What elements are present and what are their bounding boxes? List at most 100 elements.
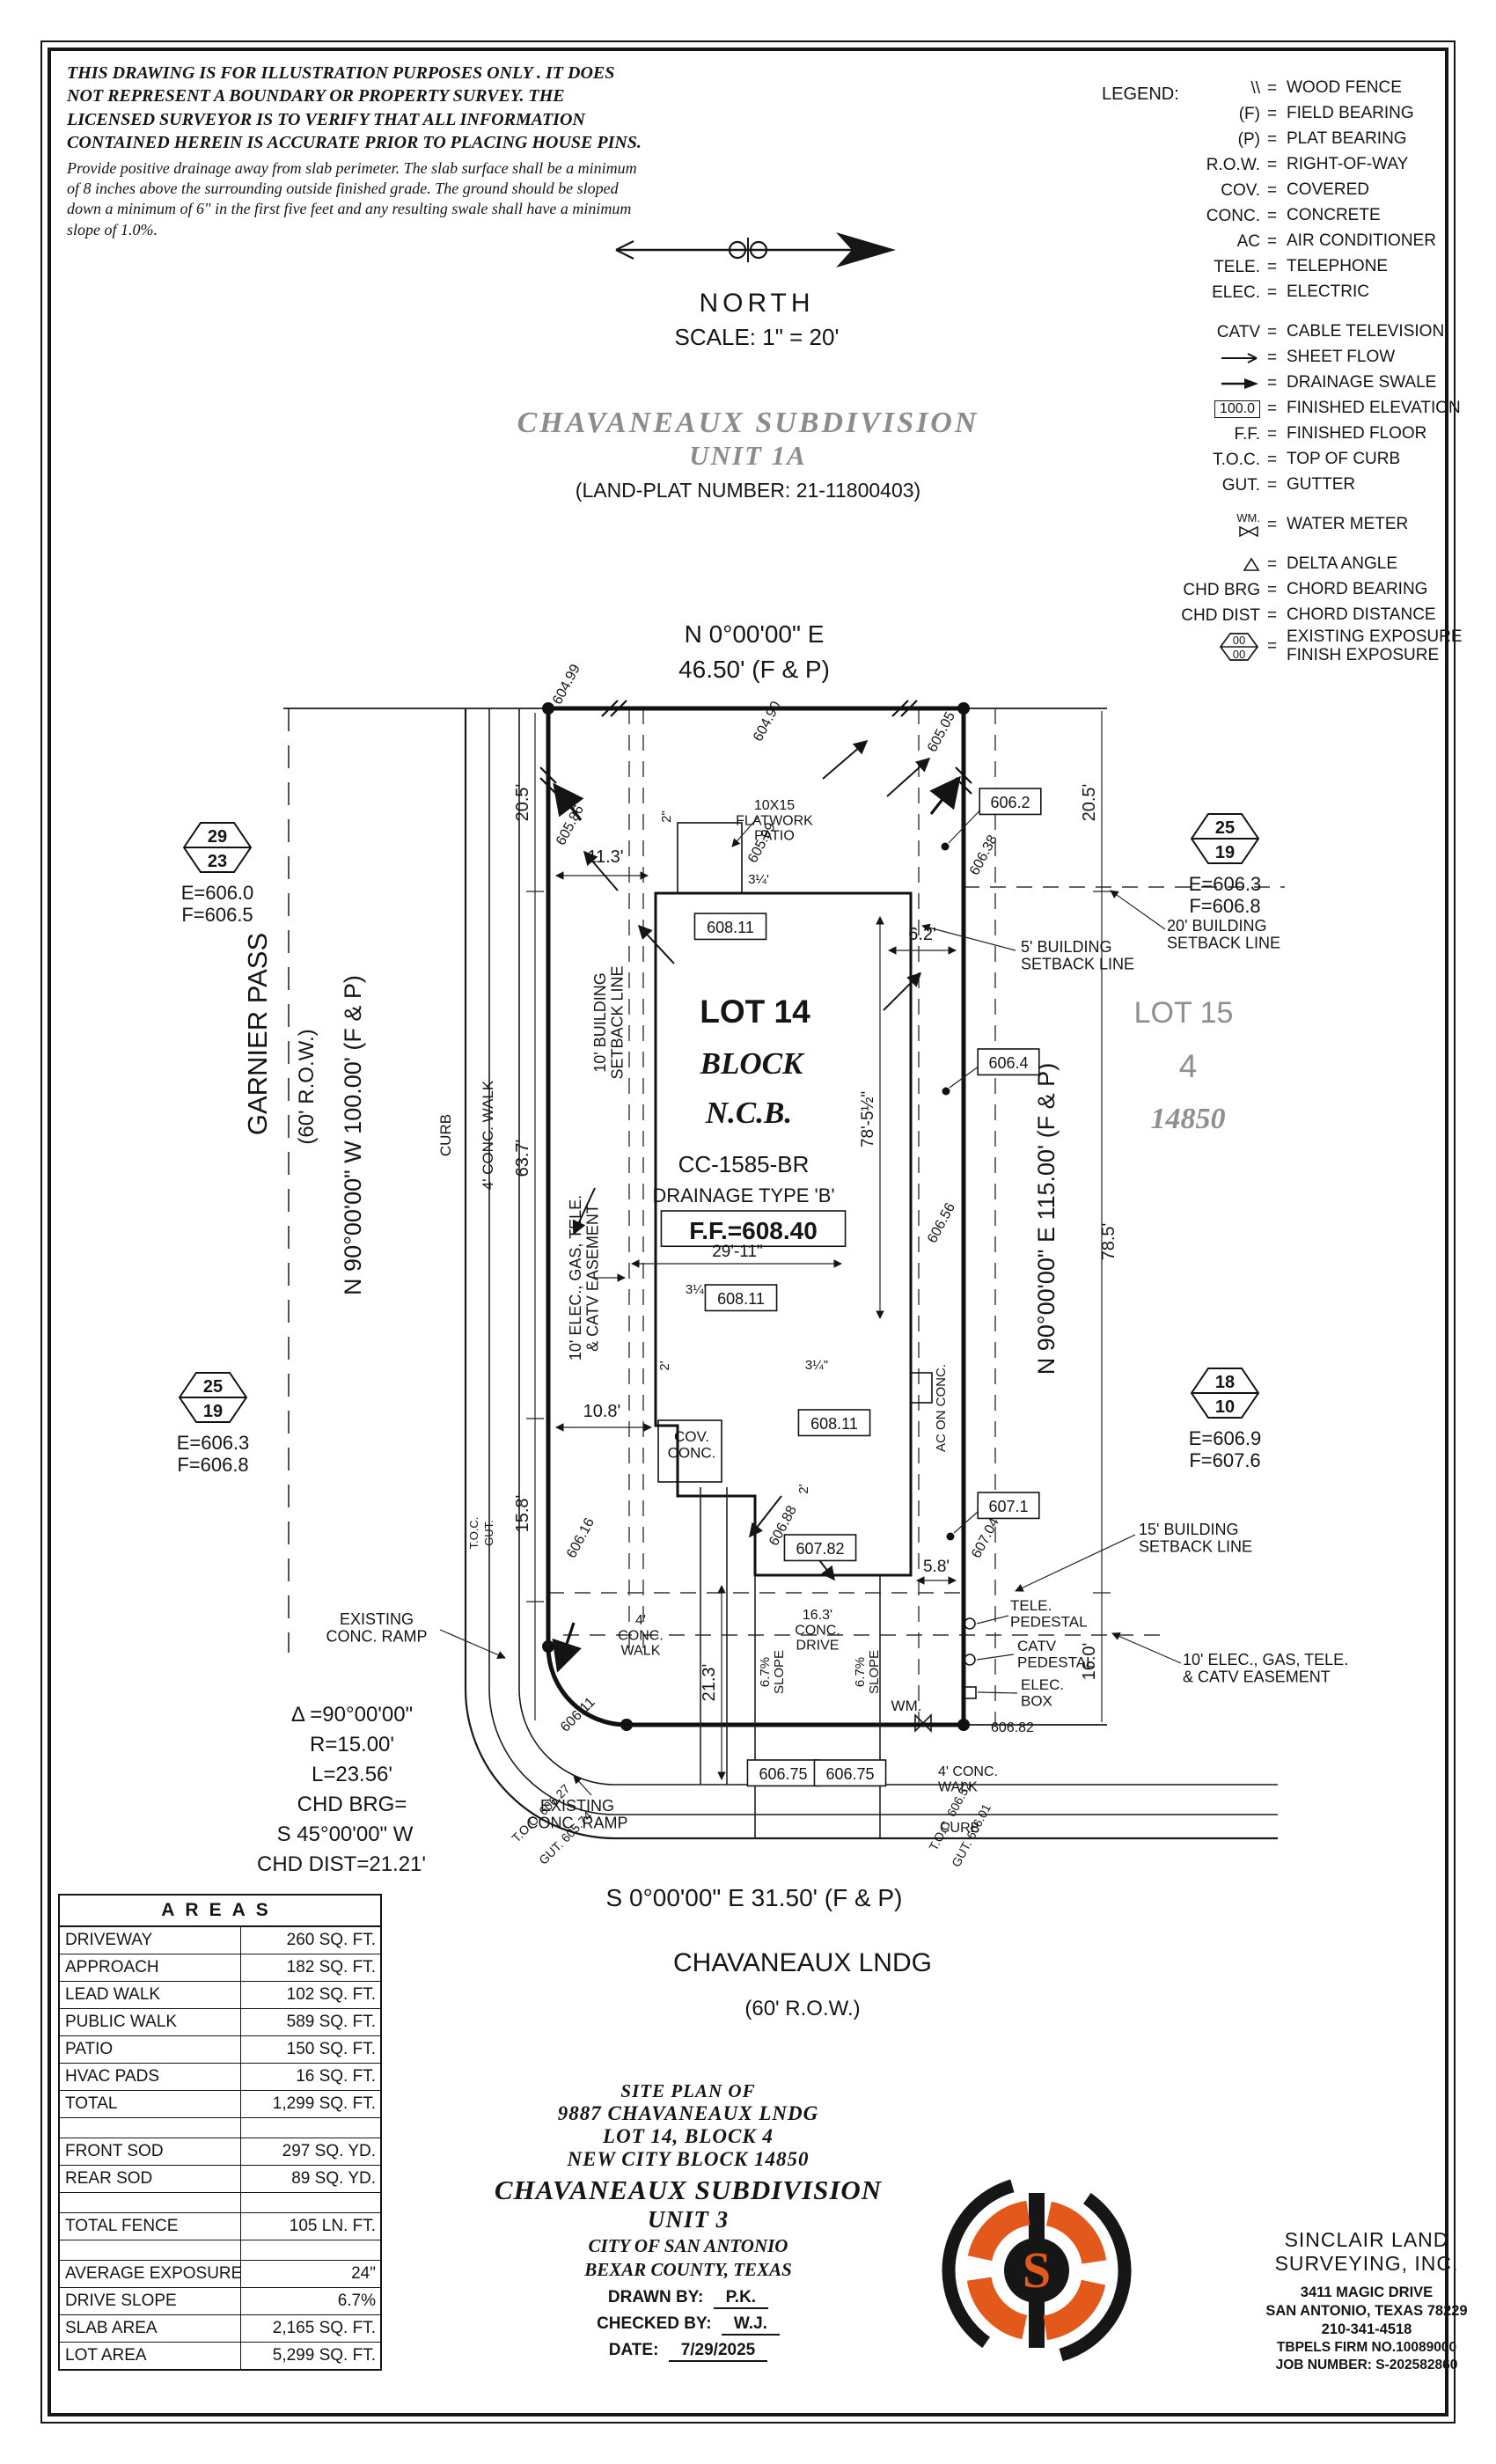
areas-row: LOT AREA 5,299 SQ. FT. — [60, 2343, 380, 2369]
drawn-by-label: DRAWN BY: — [607, 2288, 704, 2306]
legend-symbol: GUT. — [1221, 475, 1260, 495]
plan-label: N 90°00'00" W 100.00' (F & P) — [340, 975, 366, 1295]
plan-labels: N 0°00'00" E46.50' (F & P)N 90°00'00" W … — [177, 620, 1348, 2020]
checked-by-row: CHECKED BY: W.J. — [447, 2314, 929, 2336]
areas-row-value: 24" — [240, 2261, 380, 2287]
plan-label: (60' R.O.W.) — [744, 1997, 860, 2020]
drive-and-walk-lines — [700, 1487, 881, 1838]
areas-row-label: LOT AREA — [65, 2346, 147, 2365]
legend-equals: = — [1267, 206, 1278, 225]
logo-letter: S — [1023, 2241, 1051, 2299]
plan-label: E=606.3 — [177, 1432, 250, 1454]
plan-label-box — [813, 1759, 887, 1787]
plan-label: 78.5' — [1099, 1223, 1118, 1261]
legend-equals: = — [1267, 424, 1278, 444]
legend-item: \\=WOOD FENCE — [1170, 76, 1463, 101]
plan-label: 10.8' — [583, 1402, 621, 1421]
plan-label: (60' R.O.W.) — [295, 1029, 319, 1144]
legend-equals: = — [1267, 450, 1278, 469]
plan-label: 4 — [1179, 1048, 1198, 1084]
plan-label: 6.7%SLOPE — [853, 1650, 882, 1694]
legend-label: SHEET FLOW — [1287, 348, 1396, 367]
areas-row-value: 5,299 SQ. FT. — [240, 2343, 380, 2369]
plan-label: S 0°00'00" E 31.50' (F & P) — [606, 1884, 903, 1911]
plan-label: E=606.3 — [1189, 873, 1262, 895]
plan-label: LOT 14 — [700, 994, 810, 1030]
plan-label: 3¼" — [805, 1358, 828, 1373]
plan-label: 10' ELEC., GAS, TELE.& CATV EASEMENT — [1183, 1651, 1348, 1685]
legend-equals: = — [1267, 322, 1278, 341]
patio-outline — [677, 822, 743, 894]
subdivision-heading: CHAVANEAUX SUBDIVISION UNIT 1A (LAND-PLA… — [440, 407, 1056, 502]
legend-symbol: COV. — [1221, 180, 1260, 200]
legend-label: AIR CONDITIONER — [1287, 231, 1436, 251]
plan-label: 2' — [796, 1484, 811, 1493]
plan-label: 25 — [203, 1377, 223, 1397]
plan-label: N 0°00'00" E — [685, 620, 825, 648]
legend-equals: = — [1267, 373, 1278, 392]
legend-equals: = — [1267, 231, 1278, 251]
legend-item: CONC.=CONCRETE — [1170, 203, 1463, 229]
plan-label: WM. — [891, 1698, 922, 1714]
areas-row-value: 2,165 SQ. FT. — [240, 2315, 380, 2342]
plan-label: 605.05 — [925, 709, 958, 754]
plan-label: 4' CONC. WALK — [480, 1080, 496, 1190]
areas-row-label: TOTAL — [65, 2094, 118, 2113]
disclaimer-paragraph: THIS DRAWING IS FOR ILLUSTRATION PURPOSE… — [67, 63, 642, 153]
drawn-by-row: DRAWN BY: P.K. — [447, 2288, 929, 2309]
plan-label: 608.11 — [717, 1290, 765, 1308]
plan-label: 25 — [1215, 818, 1235, 838]
areas-row-value: 297 SQ. YD. — [240, 2138, 380, 2165]
checked-by-label: CHECKED BY: — [597, 2314, 712, 2333]
legend-item: CHD BRG=CHORD BEARING — [1170, 577, 1463, 603]
company-phone: 210-341-4518 — [1321, 2321, 1412, 2337]
plat-number: (LAND-PLAT NUMBER: 21-11800403) — [575, 479, 921, 502]
legend-item: WM.=WATER METER — [1170, 512, 1463, 538]
plan-label: F=606.8 — [1189, 895, 1260, 917]
areas-row-value: 105 LN. FT. — [240, 2213, 380, 2240]
tele-pedestal-icon — [964, 1617, 976, 1630]
legend-equals: = — [1267, 180, 1278, 200]
titleblock-site-plan-of: SITE PLAN OF — [620, 2080, 756, 2101]
plan-label: R=15.00' — [310, 1733, 394, 1756]
areas-row-label — [60, 2240, 240, 2260]
legend-equals: = — [1267, 580, 1278, 599]
catv-pedestal-icon — [964, 1654, 976, 1666]
plan-label: 605.86 — [554, 803, 587, 847]
plan-label: 20.5' — [1080, 784, 1099, 822]
legend-item: TELE.=TELEPHONE — [1170, 254, 1463, 280]
plan-label: F=606.8 — [177, 1454, 248, 1476]
legend-equals: = — [1267, 554, 1278, 574]
areas-row: TOTAL FENCE 105 LN. FT. — [60, 2213, 380, 2240]
areas-row-value: 150 SQ. FT. — [240, 2036, 380, 2063]
legend: \\=WOOD FENCE(F)=FIELD BEARING(P)=PLAT B… — [1170, 76, 1463, 664]
plan-label: F.F.=608.40 — [689, 1217, 818, 1244]
areas-row-value: 89 SQ. YD. — [240, 2166, 380, 2192]
plan-label: 21.3' — [700, 1664, 719, 1702]
plan-label: 10 — [1215, 1397, 1235, 1417]
plan-label: 607.1 — [988, 1498, 1028, 1515]
plan-label: CURB — [437, 1114, 454, 1156]
svg-text:00: 00 — [1233, 648, 1245, 661]
plan-label: CHD BRG= — [297, 1793, 407, 1816]
plan-label: 2' — [657, 1360, 672, 1370]
legend-equals: = — [1267, 282, 1278, 302]
areas-row-label: TOTAL FENCE — [65, 2217, 179, 2235]
legend-equals: = — [1267, 155, 1278, 174]
areas-row-label: PUBLIC WALK — [65, 2013, 178, 2031]
plan-label: LOT 15 — [1134, 996, 1234, 1030]
legend-symbol: CHD DIST — [1181, 605, 1260, 625]
legend-symbol: F.F. — [1234, 424, 1260, 444]
